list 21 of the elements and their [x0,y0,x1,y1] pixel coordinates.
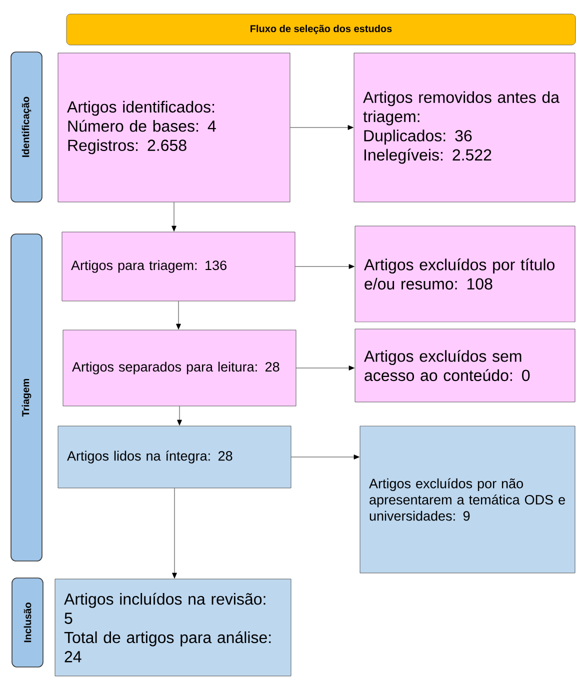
process-box: Artigos identificados: Número de bases: 4 Registros: 2.658 [58,52,290,202]
arrow [295,264,354,269]
stage-label: Inclusão [12,578,44,668]
process-box: Artigos para triagem: 136 [62,232,296,302]
arrow [172,202,176,232]
title-banner: Fluxo de seleção dos estudos [66,14,576,46]
arrow [291,454,360,460]
arrow [296,366,354,370]
arrow [177,406,182,426]
arrow [290,125,354,130]
process-box: Artigos removidos antes da triagem: Duplicados: 36 Inelegíveis: 2.522 [354,52,576,202]
process-box: Artigos incluídos na revisão: 5 Total de artigos para análise: 24 [54,578,292,676]
arrow [176,301,181,330]
arrow [172,488,177,578]
stage-label: Triagem [10,234,42,562]
process-box: Artigos lidos na íntegra: 28 [58,426,292,488]
process-box: Artigos excluídos por não apresentarem a temática ODS e universidades: 9 [360,426,576,574]
process-box: Artigos separados para leitura: 28 [62,330,296,406]
process-box: Artigos excluídos por título e/ou resumo: 108 [354,226,576,322]
stage-label: Identificação [10,52,42,202]
process-box: Artigos excluídos sem acesso ao conteúdo: 0 [354,328,576,402]
